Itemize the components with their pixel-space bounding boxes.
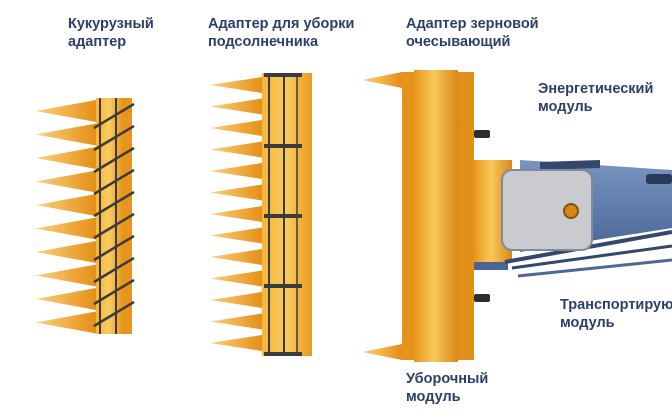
corn-point (36, 147, 96, 169)
corn-point (36, 123, 96, 146)
transport-module-label-line1: Транспортирую (560, 297, 672, 313)
corn-adapter-drawing (36, 98, 135, 334)
transport-module-label: Транспортирую модуль (560, 296, 672, 332)
sunflower-point (210, 227, 262, 244)
sunflower-crossbar (264, 73, 302, 77)
corn-adapter-label: Кукурузный адаптер (68, 15, 154, 51)
corn-point (36, 194, 96, 216)
sunflower-crossbar (264, 144, 302, 148)
sunflower-point (210, 206, 262, 222)
sunflower-adapter-label-line2: подсолнечника (208, 34, 319, 50)
grain-adapter-drum (414, 70, 458, 362)
sunflower-point (210, 184, 262, 201)
sunflower-adapter-crossbars (264, 73, 302, 356)
sunflower-point (210, 313, 262, 330)
sunflower-point (210, 335, 262, 351)
corn-auger-stripe (93, 212, 135, 240)
corn-adapter-label-line1: Кукурузный (68, 16, 154, 32)
corn-adapter-augers (93, 102, 135, 328)
energy-module-drawing (474, 160, 672, 278)
grain-adapter-label-line2: очесывающий (406, 34, 511, 50)
energy-module-cap (646, 174, 672, 184)
corn-auger-stripe (93, 190, 135, 218)
sunflower-point (210, 270, 262, 287)
grain-adapter-hitch (474, 294, 490, 302)
grain-adapter-back (458, 72, 474, 360)
grain-adapter-label-line1: Адаптер зерновой (406, 16, 539, 32)
sunflower-point (210, 249, 262, 265)
sunflower-adapter-points (210, 77, 262, 351)
corn-auger-stripe (93, 102, 135, 130)
power-unit-hub (563, 203, 579, 219)
corn-auger-stripe (93, 300, 135, 328)
energy-module-label: Энергетический модуль (538, 80, 653, 116)
transport-track (511, 244, 672, 270)
harvest-module-label: Уборочный модуль (406, 370, 488, 406)
sunflower-crossbar (264, 214, 302, 218)
corn-adapter-label-line2: адаптер (68, 34, 127, 50)
harvest-module-label-line1: Уборочный (406, 371, 489, 387)
sunflower-crossbar (264, 352, 302, 356)
sunflower-adapter-drawing (210, 73, 312, 356)
corn-auger-stripe (93, 278, 135, 306)
sunflower-point (210, 163, 262, 179)
corn-point (36, 241, 96, 263)
feeder-link (474, 262, 508, 270)
energy-module-rail (540, 160, 600, 170)
power-unit-icon (501, 169, 593, 251)
grain-adapter-drawing (362, 70, 490, 362)
corn-point (36, 264, 96, 287)
sunflower-point (210, 292, 262, 308)
transport-module-label-line2: модуль (560, 315, 615, 331)
grain-adapter-label: Адаптер зерновой очесывающий (406, 15, 539, 51)
sunflower-point (210, 120, 262, 136)
energy-module-label-line1: Энергетический (538, 81, 654, 97)
sunflower-adapter-label-line1: Адаптер для уборки (208, 16, 355, 32)
sunflower-crossbar (264, 284, 302, 288)
grain-adapter-hitch (474, 130, 490, 138)
sunflower-point (210, 141, 262, 158)
transport-track (517, 258, 672, 278)
corn-point (36, 311, 96, 334)
corn-point (36, 217, 96, 240)
grain-adapter-tip-top (362, 72, 402, 88)
corn-point (36, 288, 96, 310)
corn-auger-stripe (93, 234, 135, 262)
sunflower-point (210, 98, 262, 115)
corn-adapter-points (36, 100, 96, 334)
corn-point (36, 170, 96, 193)
corn-auger-stripe (93, 124, 135, 152)
grain-adapter-edge (402, 72, 414, 360)
corn-adapter-back (122, 98, 132, 334)
corn-auger-stripe (93, 168, 135, 196)
energy-module-label-line2: модуль (538, 99, 593, 115)
corn-point (36, 100, 96, 122)
harvest-module-label-line2: модуль (406, 389, 461, 405)
sunflower-point (210, 77, 262, 93)
grain-adapter-tip-bottom (362, 344, 402, 360)
sunflower-adapter-label: Адаптер для уборки подсолнечника (208, 15, 354, 51)
corn-auger-stripe (93, 146, 135, 174)
corn-auger-stripe (93, 256, 135, 284)
